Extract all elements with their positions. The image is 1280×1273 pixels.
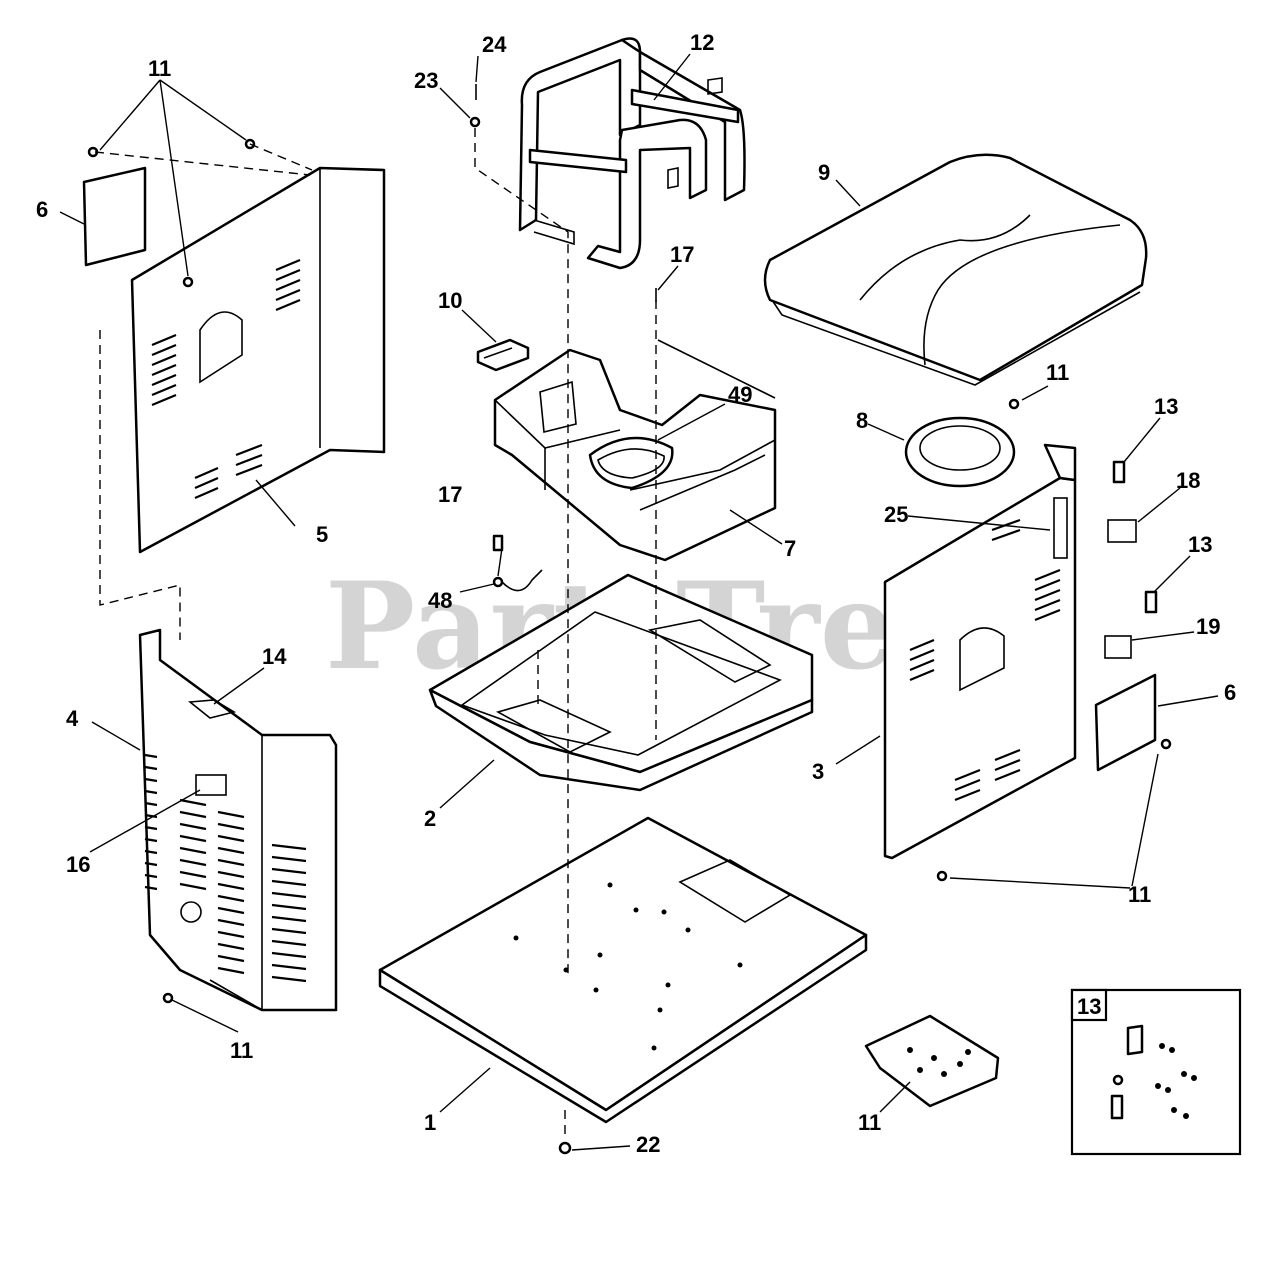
inset-kit-13: 13 (1070, 988, 1242, 1156)
callout-13-upper: 13 (1154, 394, 1178, 419)
part-1-base (378, 816, 868, 1124)
part-3-right-panel (883, 443, 1077, 860)
callout-48: 48 (428, 588, 452, 613)
vent-slots-right (909, 518, 1061, 802)
hardware-screws (87, 84, 1172, 1155)
part-9-top-cover (763, 153, 1148, 386)
part-5-side-panel (130, 166, 386, 554)
part-7-housing (493, 339, 777, 562)
callout-10: 10 (438, 288, 462, 313)
part-6-cover-plate-left (82, 166, 147, 267)
callout-4: 4 (66, 706, 79, 731)
part-11-hardware-bag (864, 1014, 1000, 1108)
callout-18: 18 (1176, 468, 1200, 493)
callout-13-lower: 13 (1188, 532, 1212, 557)
part-48-ground-wire (492, 569, 543, 592)
callout-1: 1 (424, 1110, 436, 1135)
callout-7: 7 (784, 536, 796, 561)
inset-label: 13 (1077, 994, 1101, 1019)
callout-5: 5 (316, 522, 328, 547)
callout-6-right: 6 (1224, 680, 1236, 705)
callout-8: 8 (856, 408, 868, 433)
callout-11-top-left: 11 (148, 56, 171, 81)
callout-16: 16 (66, 852, 90, 877)
callout-3: 3 (812, 759, 824, 784)
part-12-handle (518, 37, 746, 270)
callout-9: 9 (818, 160, 830, 185)
callout-49: 49 (728, 382, 752, 407)
callout-6-left: 6 (36, 197, 48, 222)
callout-25: 25 (884, 502, 908, 527)
callout-17-top: 17 (670, 242, 694, 267)
vent-slots-front (144, 753, 307, 983)
callout-17-left: 17 (438, 482, 462, 507)
part-17-screw-left (492, 534, 504, 552)
alignment-lines (94, 128, 657, 1140)
part-19-decal (1104, 635, 1132, 659)
callout-11-bottom-left: 11 (230, 1038, 253, 1063)
callout-24: 24 (482, 32, 507, 57)
part-6-cover-plate-right (1094, 673, 1157, 772)
callout-22: 22 (636, 1132, 660, 1157)
callout-19: 19 (1196, 614, 1220, 639)
leader-lines (59, 53, 1219, 1151)
callout-11-right-panel: 11 (1128, 882, 1151, 907)
part-13-stud-lower (1144, 590, 1158, 614)
part-13-stud-upper (1112, 460, 1126, 484)
callout-11-cover: 11 (1046, 360, 1069, 385)
callout-23: 23 (414, 68, 438, 93)
part-2-frame (428, 573, 814, 792)
part-4-front-shroud (138, 628, 338, 1012)
callout-11-bag: 11 (858, 1110, 881, 1135)
part-18-decal (1107, 519, 1137, 543)
callout-14: 14 (262, 644, 287, 669)
callout-2: 2 (424, 806, 436, 831)
part-8-ring (904, 416, 1016, 488)
part-10-bracket (476, 338, 530, 372)
callout-12: 12 (690, 30, 714, 55)
callout-labels: 1 2 3 4 5 6 6 7 8 9 10 11 11 11 11 11 12… (36, 30, 1236, 1157)
vent-slots-side (151, 258, 301, 500)
